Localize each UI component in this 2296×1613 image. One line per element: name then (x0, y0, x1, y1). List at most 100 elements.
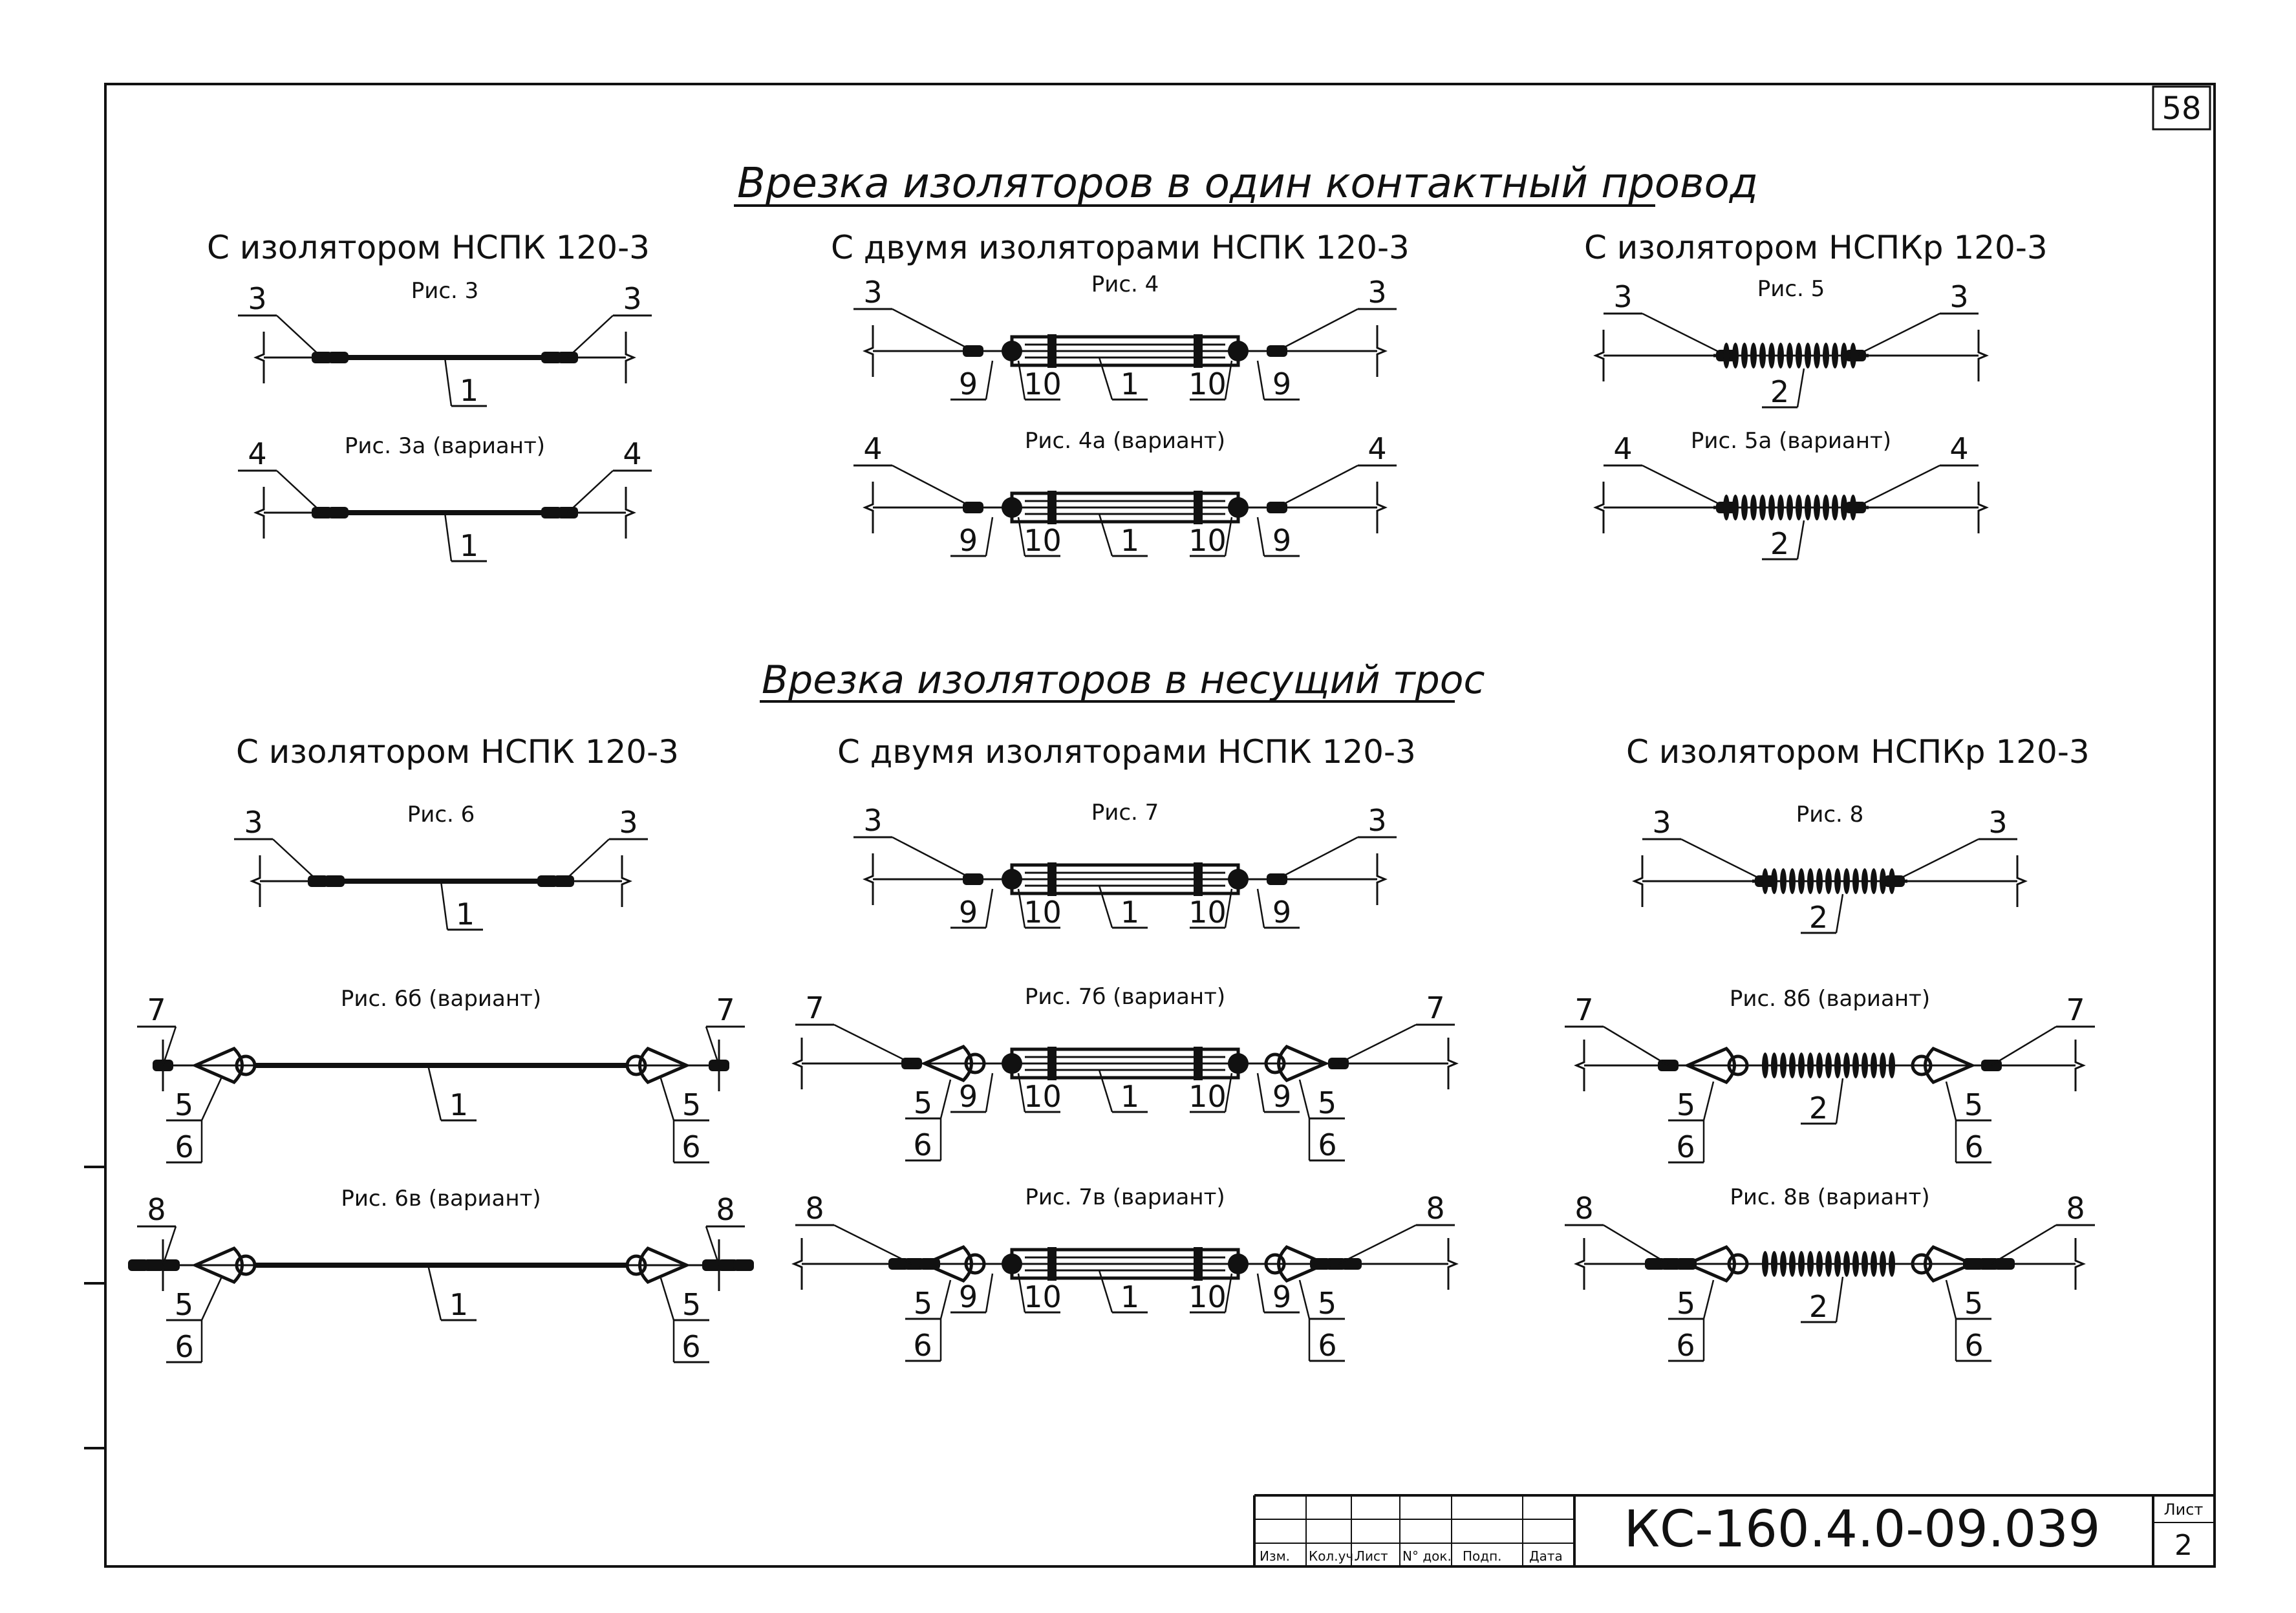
line (1991, 1025, 2057, 1067)
callout-1: 1 (449, 1287, 468, 1322)
wire-break-left (1574, 1238, 1585, 1290)
insulator-rib (1871, 1251, 1877, 1277)
callout-9: 9 (1272, 1079, 1291, 1114)
tb-header-list: Лист (1355, 1548, 1388, 1564)
line (1276, 308, 1358, 352)
callout-6: 6 (1676, 1129, 1695, 1164)
callout-1: 1 (1121, 367, 1139, 401)
eye-ring (1911, 1054, 1933, 1076)
line (1855, 464, 1940, 509)
line (892, 308, 974, 352)
callout-6: 6 (681, 1129, 700, 1164)
tb-header-doc: N° док. (1402, 1548, 1452, 1564)
clamp (537, 875, 558, 887)
section1-title: Врезка изоляторов в один контактный пров… (737, 160, 1758, 208)
wire-break-left (863, 325, 874, 377)
callout-4: 4 (623, 436, 641, 471)
callout-9: 9 (959, 1279, 978, 1314)
wire-break-left (1574, 1040, 1585, 1091)
line (1276, 836, 1358, 881)
line (1256, 517, 1265, 557)
line (1298, 1279, 1311, 1319)
insulator-rib (1723, 343, 1730, 369)
insulator-rib (1843, 1052, 1850, 1078)
line (1835, 893, 1844, 934)
insulator-rib (1825, 1251, 1832, 1277)
col1-subtitle-s1: С изолятором НСПК 120-3 (207, 229, 650, 266)
line (985, 888, 994, 928)
clamp (733, 1259, 754, 1271)
insulator-rib (1732, 495, 1739, 520)
wire-break-right (1977, 482, 1989, 533)
eye-ring (964, 1052, 986, 1074)
callout-9: 9 (1272, 367, 1291, 401)
insulator-rib (1777, 495, 1784, 520)
clamp (718, 1259, 738, 1271)
callout-5: 5 (1964, 1087, 1983, 1122)
eye-ring (1727, 1054, 1749, 1076)
clamp (144, 1259, 164, 1271)
callout-10: 10 (1188, 367, 1227, 401)
insulator-rib (1816, 1251, 1823, 1277)
callout-2: 2 (1809, 1091, 1828, 1126)
line (985, 1073, 994, 1113)
line (567, 315, 614, 358)
eye-ring (1911, 1253, 1933, 1275)
line (1642, 464, 1727, 509)
wire-break-left (1593, 482, 1605, 533)
callout-5: 5 (1677, 1286, 1695, 1321)
clamp (541, 507, 562, 518)
rod-end (1194, 862, 1203, 896)
callout-5: 5 (682, 1287, 701, 1322)
callout-5: 5 (682, 1087, 701, 1122)
line (1224, 888, 1233, 928)
clamp (1994, 1258, 2015, 1270)
line (1017, 517, 1026, 557)
figure-caption: Рис. 3 (411, 278, 479, 304)
insulator-rib (1723, 495, 1730, 520)
insulator-rib (1780, 1251, 1786, 1277)
rod-end (1194, 1247, 1203, 1281)
figure-caption: Рис. 5а (вариант) (1691, 428, 1891, 454)
callout-5: 5 (1964, 1286, 1983, 1321)
yoke-right (1228, 341, 1249, 361)
thimble (638, 1047, 691, 1084)
yoke-left (1002, 1254, 1022, 1274)
title-block: Изм. Кол.уч. Лист N° док. Подп. Дата КС-… (1253, 1494, 2215, 1566)
rod-end (1194, 1047, 1203, 1080)
line (162, 1026, 177, 1066)
figure-caption: Рис. 8 (1796, 802, 1864, 828)
insulator-rib (1796, 343, 1802, 369)
insulator-rib (1814, 343, 1820, 369)
insulator-rib (1816, 1052, 1823, 1078)
insulator-rib (1850, 343, 1856, 369)
insulator-rib (1789, 868, 1796, 894)
wire-break-left (791, 1038, 803, 1089)
callout-2: 2 (1770, 526, 1789, 561)
insulator-rib (1762, 1052, 1768, 1078)
callout-1: 1 (460, 528, 478, 563)
callout-10: 10 (1024, 523, 1062, 558)
clamp (328, 507, 349, 518)
tb-header-date: Дата (1529, 1548, 1563, 1564)
yoke-right (1228, 869, 1249, 890)
clamp (1341, 1258, 1362, 1270)
insulator-rib (1771, 1052, 1777, 1078)
clamp (1676, 1258, 1697, 1270)
callout-6: 6 (1318, 1328, 1336, 1363)
line (660, 1277, 675, 1321)
callout-1: 1 (449, 1087, 468, 1122)
callout-6: 6 (913, 1127, 932, 1162)
line (892, 464, 974, 509)
wire-break-left (791, 1238, 803, 1290)
line (1835, 1276, 1844, 1323)
insulator-rib (1834, 1251, 1841, 1277)
wire-break-right (1447, 1038, 1459, 1089)
wire-break-right (1977, 330, 1989, 381)
callout-5: 5 (914, 1085, 932, 1120)
line (1680, 838, 1766, 882)
wire-break-right (1447, 1238, 1459, 1290)
